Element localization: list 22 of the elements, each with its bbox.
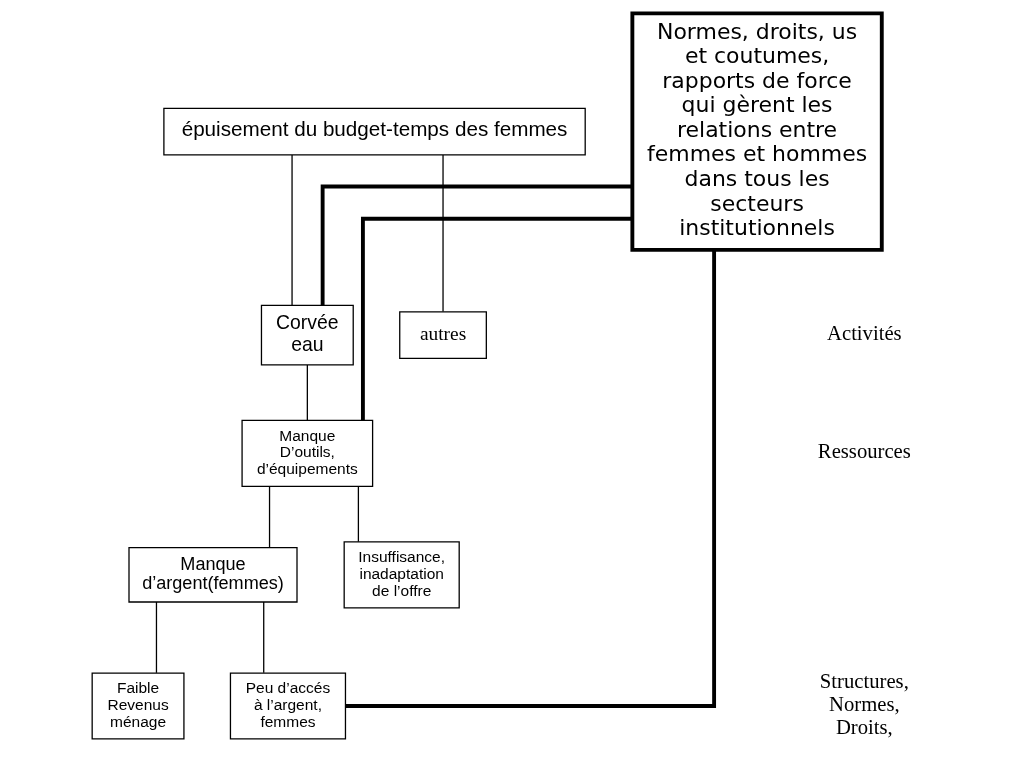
connector xyxy=(357,485,359,543)
node-box: épuisement du budget-temps des femmes xyxy=(162,107,586,156)
connector xyxy=(306,364,308,421)
node-box: Manque D’outils, d’équipements xyxy=(240,419,373,487)
label: Structures, Normes, Droits, xyxy=(819,669,909,739)
connector xyxy=(262,601,264,674)
connector xyxy=(290,154,293,306)
node-box: Faible Revenus ménage xyxy=(91,672,185,740)
node-box: Peu d’accés à l’argent, femmes xyxy=(229,672,346,740)
node-box: Insuffisance, inadaptation de l’offre xyxy=(343,541,460,609)
node-box: Corvée eau xyxy=(260,304,354,366)
node-box: Normes, droits, us et coutumes, rapports de force qui gèrent les relations entre femmes et hommes dans tous les secteurs institutionnels xyxy=(629,11,884,252)
connector xyxy=(441,154,444,313)
label: Ressources xyxy=(817,440,911,463)
connector xyxy=(360,216,632,421)
node-box: Manque d’argent(femmes) xyxy=(127,547,298,603)
connector xyxy=(320,184,632,306)
connector xyxy=(345,249,716,708)
label: Activités xyxy=(826,322,902,345)
connector xyxy=(268,485,270,549)
node-box: autres xyxy=(398,311,487,360)
connector xyxy=(155,601,157,674)
